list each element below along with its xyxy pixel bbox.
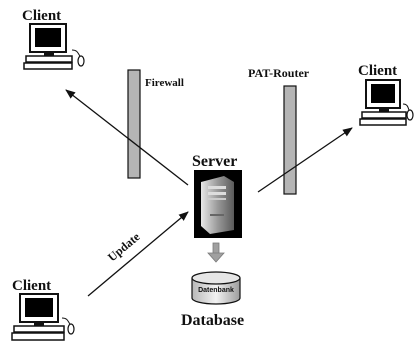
pat-router-label: PAT-Router (248, 66, 310, 80)
database-label: Database (181, 312, 244, 329)
client-label: Client (358, 63, 397, 79)
database-cylinder-icon (191, 271, 241, 305)
client-bottom-left: Client (11, 278, 75, 341)
update-label: Update (105, 229, 143, 264)
server-tower-icon (194, 170, 242, 238)
computer-icon (11, 293, 75, 341)
server: Server (192, 153, 242, 238)
pat-router: PAT-Router (248, 66, 310, 195)
server-label: Server (192, 153, 237, 170)
firewall-label: Firewall (145, 77, 184, 89)
client-top-right: Client (358, 63, 414, 126)
client-label: Client (12, 278, 51, 294)
client-top-left: Client (22, 8, 85, 70)
arrow-update (87, 211, 189, 297)
arrow-to-client-top-right (257, 127, 353, 193)
arrow-server-to-database (207, 242, 225, 263)
arrow-to-client-top-left (65, 89, 189, 186)
client-label: Client (22, 8, 61, 24)
pat-router-barrier (283, 85, 297, 195)
datenbank-label: Datenbank (198, 287, 234, 294)
database: Datenbank Database (181, 271, 244, 329)
firewall-barrier (127, 69, 141, 179)
firewall: Firewall (127, 69, 184, 179)
computer-icon (23, 23, 85, 70)
computer-icon (359, 79, 414, 126)
